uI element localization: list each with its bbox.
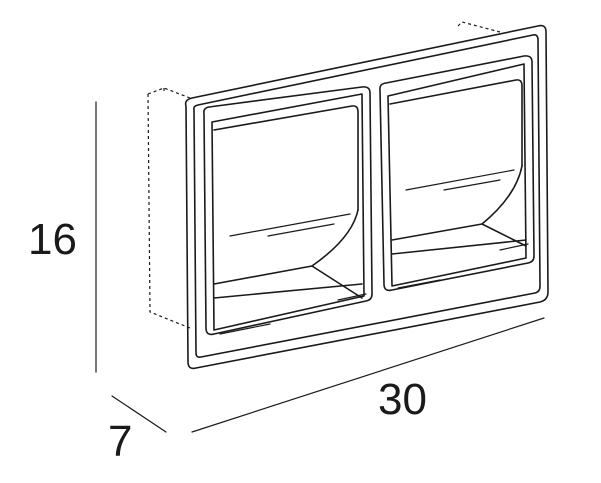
right-opening-outer — [379, 55, 535, 292]
right-highlight-2 — [443, 179, 501, 191]
right-compartment — [379, 55, 535, 292]
left-highlight-4 — [337, 293, 367, 301]
recessed-box-outline — [147, 21, 501, 329]
left-compartment — [203, 86, 373, 336]
right-back-panel — [389, 79, 523, 167]
right-highlight-1 — [405, 169, 515, 191]
right-roll-fold — [481, 165, 527, 247]
frame-inner — [193, 34, 541, 358]
left-back-panel — [213, 105, 359, 211]
depth-label: 7 — [108, 417, 132, 466]
left-highlight-2 — [267, 223, 335, 237]
left-opening-inner — [211, 93, 365, 331]
dimension-lines — [95, 101, 545, 433]
right-highlight-3 — [397, 279, 441, 289]
left-highlight-1 — [229, 213, 351, 237]
front-frame — [184, 24, 549, 370]
right-highlight-4 — [499, 243, 529, 251]
height-label: 16 — [28, 215, 77, 264]
left-shelf-top — [213, 265, 313, 285]
left-highlight-3 — [219, 323, 271, 335]
width-label: 30 — [378, 375, 427, 424]
depth-dimension-line — [111, 395, 167, 433]
frame-outer — [184, 24, 549, 370]
right-opening-inner — [387, 63, 527, 287]
right-shelf-top — [391, 223, 483, 241]
width-dimension-line — [191, 317, 545, 433]
left-shelf-front — [213, 283, 363, 299]
left-opening-outer — [203, 86, 373, 336]
right-shelf-front — [391, 239, 527, 255]
